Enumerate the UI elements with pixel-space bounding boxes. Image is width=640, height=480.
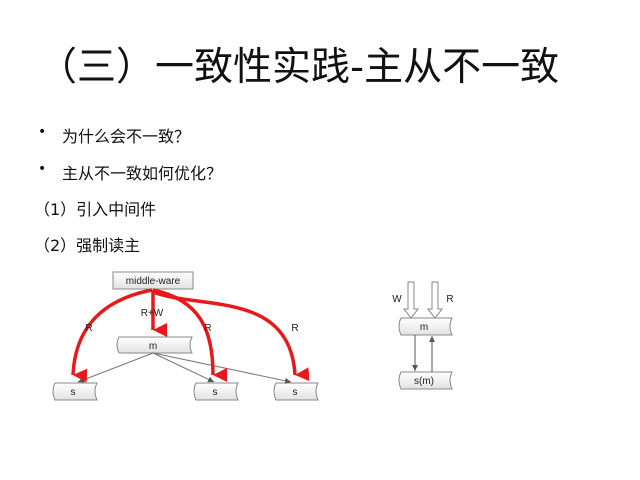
master-label: m [420, 322, 428, 333]
label-r: R [85, 323, 92, 334]
middleware-label: middle-ware [126, 276, 181, 287]
slave-label: s [71, 387, 76, 398]
right-diagram: W R m s(m) [392, 281, 454, 390]
slave-box [398, 371, 453, 390]
label-r: R [291, 323, 298, 334]
slave-box [52, 382, 98, 401]
slave-label: s [213, 387, 218, 398]
read-arrow [152, 290, 310, 382]
write-label: W [392, 294, 402, 305]
bullet-text: 主从不一致如何优化？ [62, 164, 223, 183]
replication-line [152, 352, 292, 384]
list-item: （1）引入中间件 [34, 200, 157, 219]
slave-label: s [293, 387, 298, 398]
slide-title: （三）一致性实践-主从不一致 [38, 45, 560, 90]
read-arrow [426, 281, 444, 319]
slave-box [273, 382, 319, 401]
replication-line [77, 352, 154, 383]
master-box [116, 336, 193, 354]
slave-box [193, 382, 239, 401]
bullet-icon: • [38, 124, 47, 140]
read-arrow [71, 288, 153, 383]
middleware-box [112, 271, 194, 290]
slave-label: s(m) [414, 376, 434, 387]
read-arrow [152, 288, 228, 382]
master-label: m [149, 341, 157, 352]
read-label: R [446, 294, 453, 305]
bullet-text: 为什么会不一致？ [62, 127, 191, 146]
bullet-icon: • [38, 161, 47, 177]
replication-line [152, 352, 215, 383]
master-box [398, 317, 453, 336]
write-arrow [402, 281, 420, 319]
left-diagram: middle-ware m s s s R R+W R R [52, 271, 319, 401]
label-r: R [204, 323, 211, 334]
label-rw: R+W [141, 308, 164, 319]
list-item: （2）强制读主 [34, 236, 141, 255]
